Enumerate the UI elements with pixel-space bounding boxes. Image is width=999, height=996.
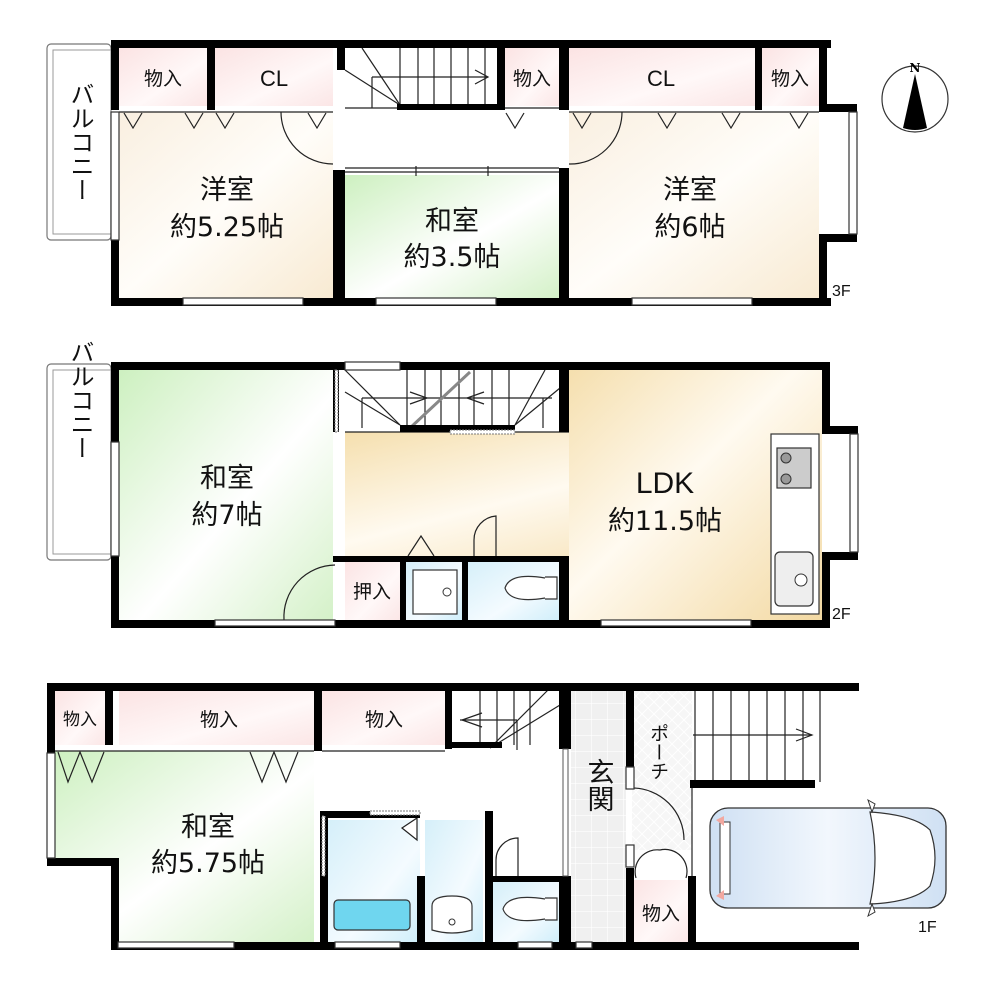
room-type: 洋室 (663, 175, 717, 206)
closet-label: CL (647, 66, 675, 91)
floor-label-3f: 3F (832, 283, 851, 300)
bathtub-icon (333, 899, 411, 931)
floor-label-2f: 2F (832, 606, 851, 623)
room-size: 約6帖 (654, 212, 725, 243)
room-size: 約5.25帖 (170, 212, 284, 243)
closet-label: CL (260, 66, 288, 91)
storage-label: 物入 (144, 68, 182, 90)
storage-label: 物入 (771, 68, 809, 90)
room-type: 和室 (181, 812, 235, 843)
room-size: 約11.5帖 (608, 506, 722, 537)
room-size: 約7帖 (191, 500, 262, 531)
room-type: 和室 (425, 206, 479, 237)
washbasin-icon (431, 895, 473, 934)
compass-north-label: N (910, 61, 921, 75)
room-size: 約3.5帖 (404, 242, 501, 273)
room-type: LDK (636, 467, 694, 500)
storage-label: 物入 (200, 709, 238, 731)
room-type: 和室 (200, 463, 254, 494)
storage-label: 物入 (365, 709, 403, 731)
balcony-label: バルコニー (66, 340, 94, 460)
storage-label: 物入 (63, 710, 97, 730)
floor-label-1f: 1F (918, 919, 937, 936)
floor-1f: 物入 物入 物入 物入 和室 約5.75帖 玄関 ポーチ 1F (46, 683, 947, 950)
balcony-label: バルコニー (66, 82, 94, 202)
entrance-label: 玄関 (583, 758, 614, 812)
washer-icon (412, 569, 458, 615)
porch-label: ポーチ (647, 723, 669, 780)
toilet-icon (502, 896, 558, 922)
floor-3f: 物入 CL 物入 CL 物入 洋室 約5.25帖 和室 約3.5帖 洋室 約6帖… (46, 40, 858, 306)
floor-2f: 和室 約7帖 LDK 約11.5帖 押入 バルコニー 2F (46, 340, 859, 628)
toilet-icon (504, 575, 558, 601)
compass: N (881, 61, 949, 133)
storage-label: 物入 (513, 68, 551, 90)
room-type: 洋室 (200, 175, 254, 206)
storage-label: 物入 (642, 903, 680, 925)
car-icon (709, 798, 947, 918)
closet-label: 押入 (353, 581, 391, 603)
sink-icon (774, 551, 814, 607)
room-size: 約5.75帖 (151, 848, 265, 879)
